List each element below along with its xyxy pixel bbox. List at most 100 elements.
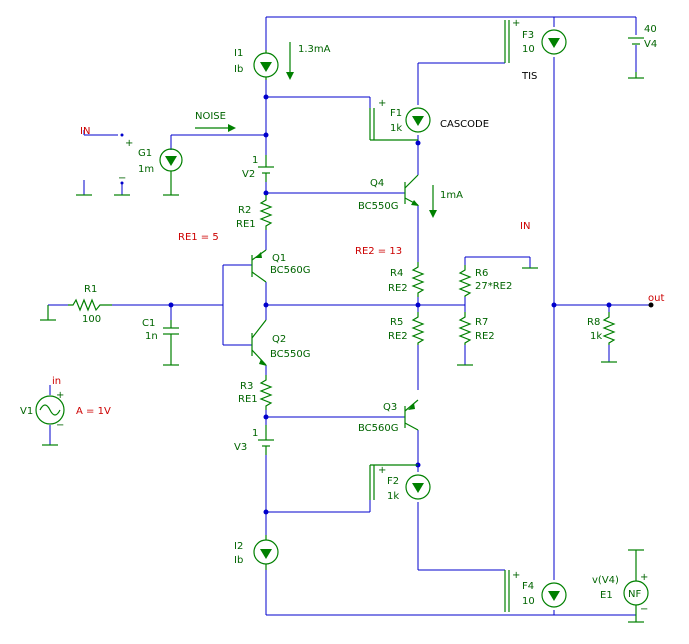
- V3-label: V3: [234, 442, 247, 453]
- Q1-type: BC560G: [270, 265, 311, 276]
- F2-value: 1k: [387, 491, 399, 502]
- R3-value: RE1: [238, 394, 258, 405]
- V1-sine-source[interactable]: [35, 395, 65, 425]
- E1-minus: −: [640, 604, 648, 615]
- R6-label: R6: [475, 268, 488, 279]
- R1-resistor[interactable]: [68, 298, 112, 312]
- F2-plus: +: [378, 465, 386, 476]
- Q4-current: 1mA: [440, 190, 463, 201]
- I1-value: Ib: [234, 64, 243, 75]
- I2-value: Ib: [234, 555, 243, 566]
- R3-label: R3: [240, 381, 253, 392]
- C1-label: C1: [142, 318, 155, 329]
- V4-voltage-source[interactable]: [628, 37, 644, 79]
- V2-one: 1: [252, 155, 258, 166]
- in-label-right: IN: [520, 221, 530, 232]
- E1-label: E1: [600, 590, 613, 601]
- F3-value: 10: [522, 44, 535, 55]
- V4-label: V4: [644, 39, 657, 50]
- E1-plus: +: [640, 572, 648, 583]
- F3-cccs[interactable]: [504, 20, 567, 63]
- R1-value: 100: [82, 314, 101, 325]
- V4-value: 40: [644, 24, 657, 35]
- Q4-transistor[interactable]: [404, 174, 419, 206]
- amplitude-equation: A = 1V: [76, 406, 111, 417]
- F1-cccs[interactable]: [369, 107, 431, 141]
- V2-label: V2: [242, 169, 255, 180]
- re1-equation: RE1 = 5: [178, 232, 219, 243]
- ground-symbols: [40, 194, 644, 623]
- F3-label: F3: [522, 30, 534, 41]
- G1-plus: +: [125, 138, 133, 149]
- R7-label: R7: [475, 317, 488, 328]
- out-label: out: [648, 293, 664, 304]
- R7-value: RE2: [475, 331, 495, 342]
- tis-label: TIS: [521, 71, 537, 82]
- Q4-type: BC550G: [358, 201, 399, 212]
- R8-resistor[interactable]: [602, 312, 616, 345]
- R3-resistor[interactable]: [259, 375, 273, 410]
- G1-label: G1: [138, 148, 152, 159]
- Q1-label: Q1: [272, 253, 286, 264]
- Q2-transistor[interactable]: [251, 319, 267, 366]
- Q2-label: Q2: [272, 334, 286, 345]
- I1-label: I1: [234, 48, 243, 59]
- F2-cccs[interactable]: [369, 464, 431, 500]
- F1-plus: +: [378, 98, 386, 109]
- in-label-top: IN: [80, 126, 90, 137]
- R2-label: R2: [238, 205, 251, 216]
- R5-value: RE2: [388, 331, 408, 342]
- G1-vccs[interactable]: [159, 148, 183, 196]
- G1-value: 1m: [138, 164, 154, 175]
- R8-label: R8: [587, 317, 600, 328]
- R8-value: 1k: [590, 331, 602, 342]
- V1-label: V1: [20, 406, 33, 417]
- noise-label: NOISE: [195, 111, 226, 122]
- Q3-transistor[interactable]: [404, 399, 419, 431]
- R2-resistor[interactable]: [259, 195, 273, 230]
- I1-current-arrow: [286, 42, 294, 80]
- E1-expression: v(V4): [592, 575, 619, 586]
- noise-arrow: [195, 124, 236, 132]
- R5-resistor[interactable]: [411, 312, 425, 345]
- F4-plus: +: [512, 570, 520, 581]
- V2-battery[interactable]: [258, 155, 274, 182]
- E1-vcvs[interactable]: [623, 550, 649, 622]
- R4-value: RE2: [388, 283, 408, 294]
- output-terminal[interactable]: [648, 302, 654, 308]
- noise-dots: [120, 133, 124, 185]
- F4-cccs[interactable]: [504, 570, 567, 612]
- R7-resistor[interactable]: [458, 312, 472, 345]
- Q1-transistor[interactable]: [251, 249, 267, 283]
- I2-current-source[interactable]: [253, 535, 279, 570]
- I1-current-source[interactable]: [253, 50, 279, 80]
- nf-label: NF: [628, 589, 641, 600]
- cascode-label: CASCODE: [440, 119, 489, 130]
- in-label-small: in: [52, 376, 61, 387]
- F1-value: 1k: [390, 123, 402, 134]
- I2-label: I2: [234, 541, 243, 552]
- R5-label: R5: [390, 317, 403, 328]
- Q3-type: BC560G: [358, 423, 399, 434]
- R6-resistor[interactable]: [458, 265, 472, 297]
- G1-minus: −: [118, 173, 126, 184]
- Q4-current-arrow: [429, 185, 437, 218]
- R4-label: R4: [390, 268, 403, 279]
- C1-capacitor[interactable]: [163, 320, 179, 345]
- V3-battery[interactable]: [258, 425, 274, 455]
- R6-value: 27*RE2: [475, 281, 512, 292]
- F1-label: F1: [390, 108, 402, 119]
- Q3-label: Q3: [383, 402, 397, 413]
- I1-current: 1.3mA: [298, 44, 331, 55]
- F4-label: F4: [522, 581, 534, 592]
- V3-one: 1: [252, 428, 258, 439]
- Q4-label: Q4: [370, 178, 384, 189]
- C1-value: 1n: [145, 331, 158, 342]
- R4-resistor[interactable]: [411, 262, 425, 297]
- R1-label: R1: [84, 284, 97, 295]
- V1-minus: −: [56, 420, 64, 431]
- R2-value: RE1: [236, 219, 256, 230]
- F2-label: F2: [387, 476, 399, 487]
